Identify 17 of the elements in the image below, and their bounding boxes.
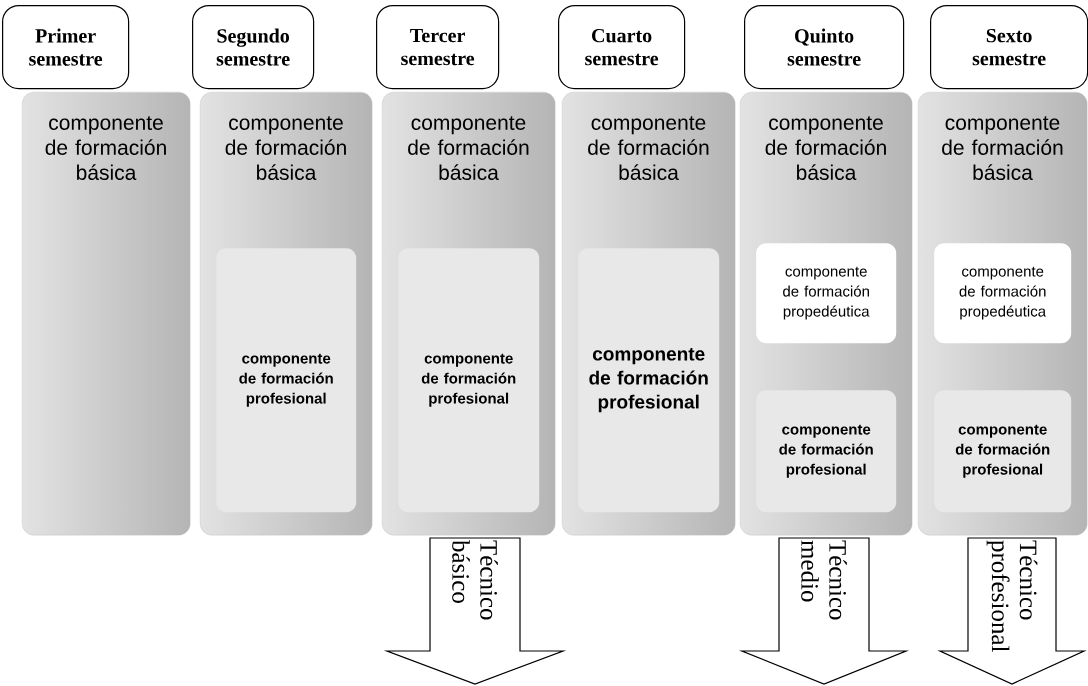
header-box: Quinto semestre [744,5,905,90]
pointer-banner: Técnico profesional [937,537,1087,685]
component-box: componente de formación profesional [216,248,357,513]
component-box: componente de formación profesional [398,248,540,513]
component-box: componente de formación profesional [578,248,720,513]
header-box: Primer semestre [2,5,130,90]
header-box: Cuarto semestre [558,5,686,90]
header-box: Segundo semestre [192,5,315,90]
pointer-banner: Técnico básico [383,537,567,685]
header-box: Tercer semestre [376,5,500,90]
component-box: componente de formación propedéutica [934,243,1072,344]
header-box: Sexto semestre [930,5,1088,90]
pointer-banner: Técnico medio [738,537,910,685]
column-box: componente de formación básica [22,92,191,536]
component-box: componente de formación propedéutica [756,243,897,344]
component-box: componente de formación profesional [756,390,897,513]
component-box: componente de formación profesional [934,390,1072,513]
